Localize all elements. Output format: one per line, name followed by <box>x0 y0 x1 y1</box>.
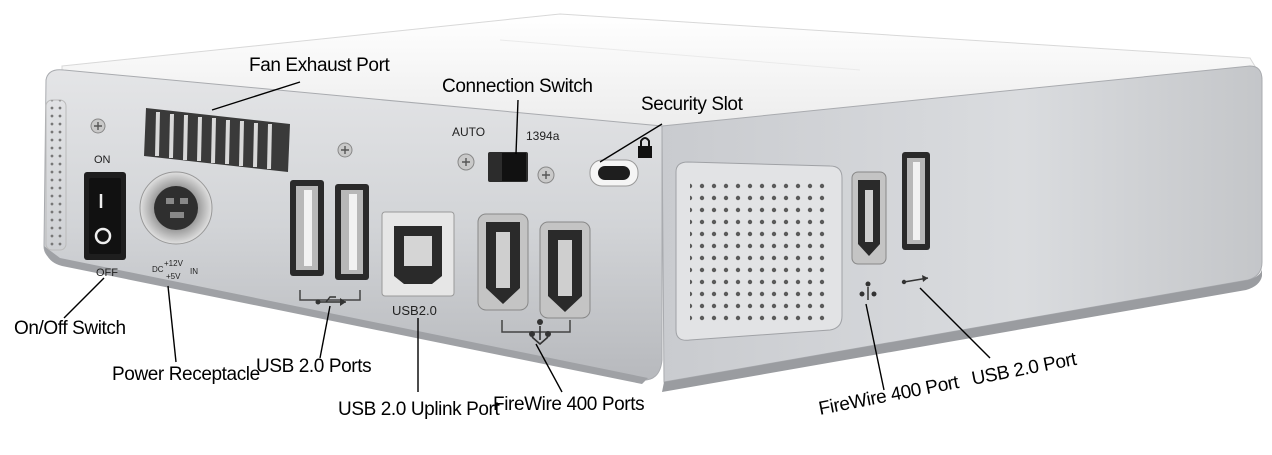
leader-usb-side <box>919 287 991 359</box>
dc-text: DC <box>152 265 164 274</box>
fan-exhaust-grille <box>144 108 290 172</box>
firewire-symbol-icon <box>529 319 551 346</box>
usb-bracket <box>299 290 361 301</box>
leader-on-off-switch <box>63 277 105 319</box>
device-housing <box>43 13 1263 392</box>
label-fan-exhaust-port: Fan Exhaust Port <box>249 55 390 76</box>
leader-fan-exhaust <box>211 81 301 111</box>
label-usb-20-uplink-port: USB 2.0 Uplink Port <box>338 399 500 420</box>
screw-icon <box>537 166 555 184</box>
screw-icon <box>457 153 475 171</box>
screw-icon <box>90 118 106 134</box>
side-vent <box>45 99 67 251</box>
leader-security-slot <box>599 123 663 163</box>
label-connection-switch: Connection Switch <box>442 76 593 97</box>
leader-lines <box>63 81 991 393</box>
in-text: IN <box>190 267 198 276</box>
firewire-port[interactable] <box>477 213 529 311</box>
label-on-off-switch: On/Off Switch <box>14 318 126 339</box>
label-firewire-400-ports: FireWire 400 Ports <box>493 394 645 415</box>
connection-switch[interactable] <box>488 152 528 182</box>
usb-port[interactable] <box>290 180 324 276</box>
switch-on-text: ON <box>94 154 111 166</box>
leader-firewire-side <box>865 303 885 391</box>
leader-connection-switch <box>515 99 519 155</box>
plus12v-text: +12V <box>164 259 184 268</box>
firewire-bracket <box>501 320 571 333</box>
on-off-switch[interactable] <box>84 172 126 260</box>
usb-symbol-icon <box>901 275 929 285</box>
security-slot <box>589 159 639 187</box>
leader-firewire-ports <box>535 343 563 393</box>
lock-icon <box>638 137 652 158</box>
switch-off-text: OFF <box>96 267 118 279</box>
label-power-receptacle: Power Receptacle <box>112 364 260 385</box>
label-usb-20-ports: USB 2.0 Ports <box>256 356 372 377</box>
screw-icon <box>337 142 353 158</box>
usb-port-side[interactable] <box>902 152 930 250</box>
label-security-slot: Security Slot <box>641 94 743 115</box>
mode-1394a-text: 1394a <box>526 129 560 143</box>
auto-text: AUTO <box>452 125 485 139</box>
side-speaker-grille <box>675 161 843 341</box>
plus5v-text: +5V <box>166 272 181 281</box>
leader-power-receptacle <box>167 285 177 363</box>
firewire-port[interactable] <box>539 221 591 319</box>
firewire-symbol-icon <box>859 281 877 300</box>
usb20-text: USB2.0 <box>392 303 437 318</box>
leader-usb-ports <box>319 305 331 359</box>
power-receptacle <box>139 171 213 245</box>
firewire-port-side[interactable] <box>851 171 887 265</box>
usb-symbol-icon <box>315 296 346 306</box>
usb-uplink-port[interactable] <box>381 211 455 297</box>
usb-port[interactable] <box>335 184 369 280</box>
